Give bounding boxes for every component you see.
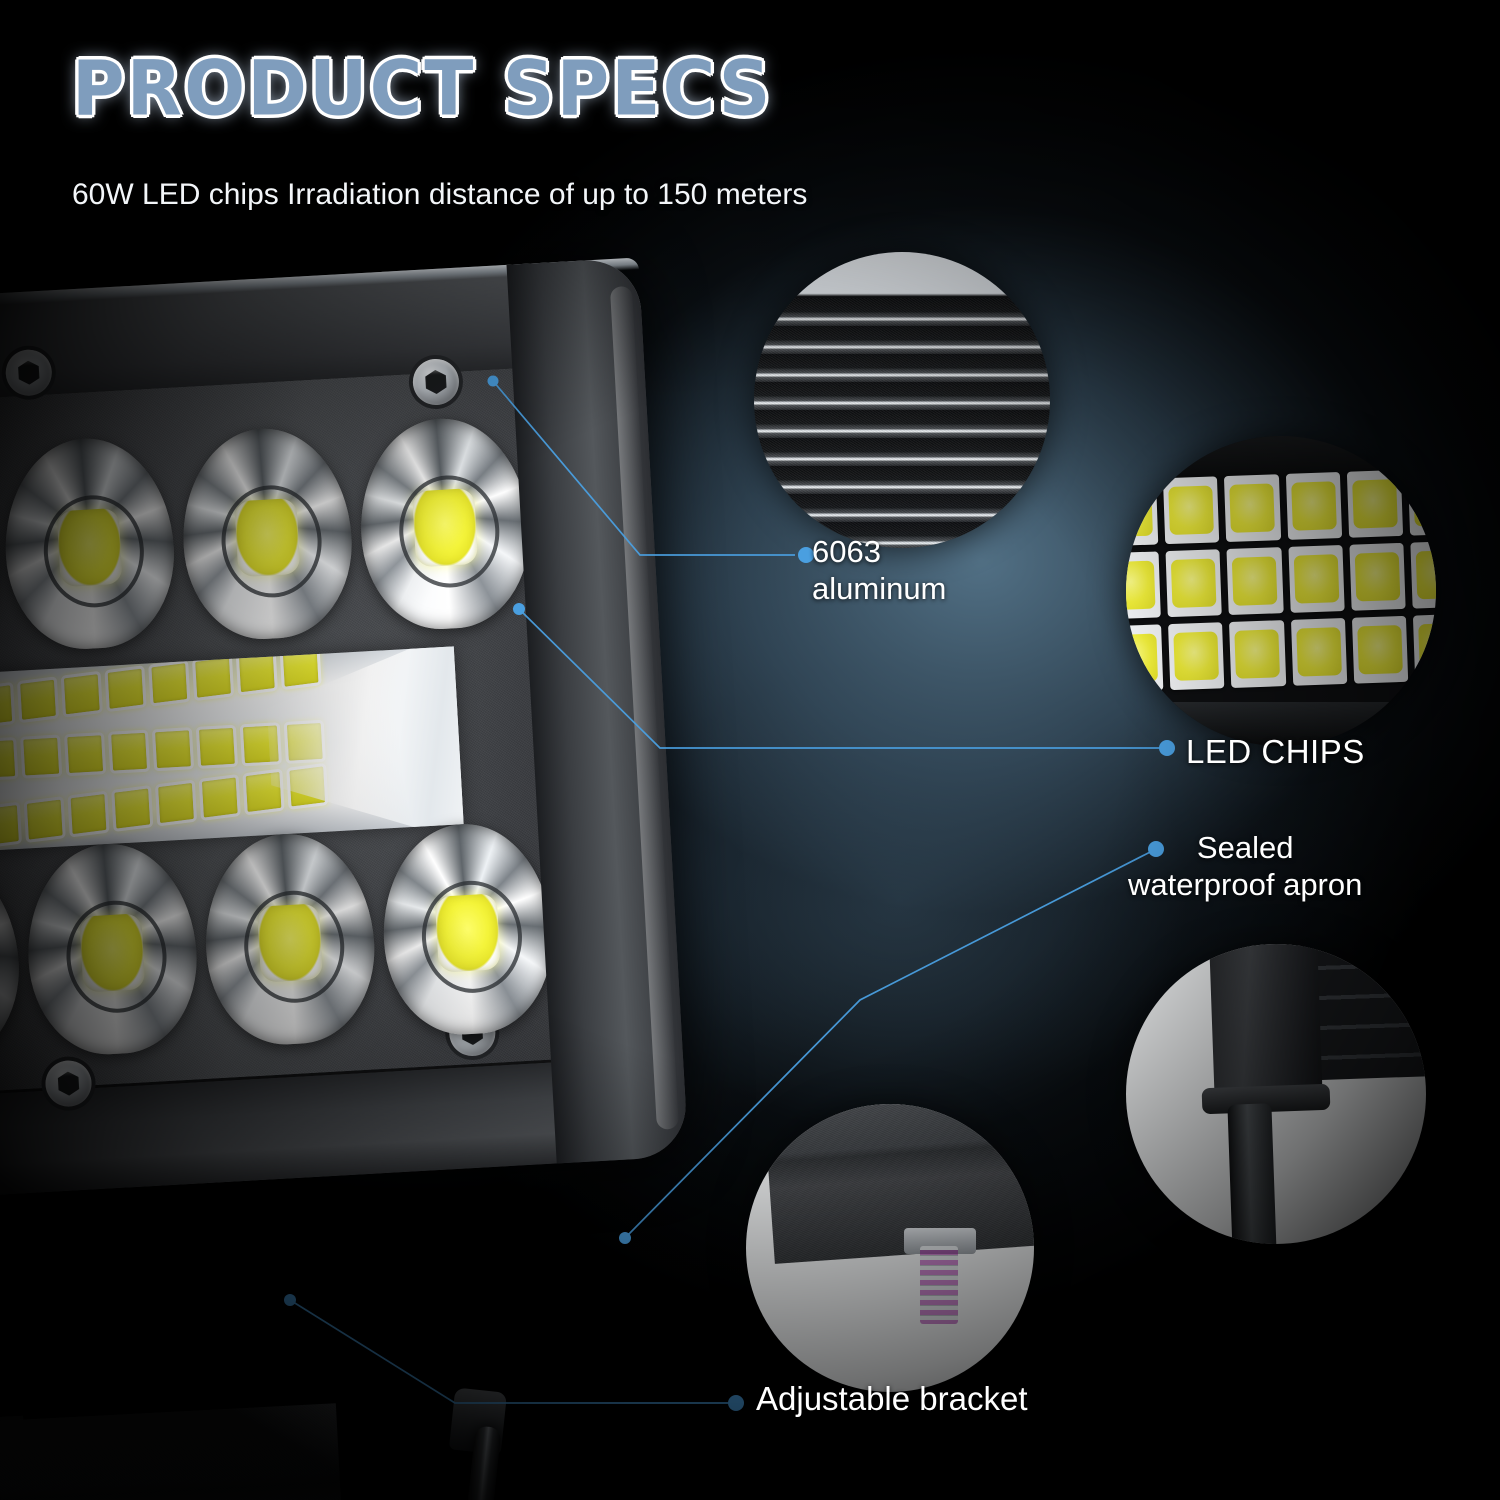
callout-label-waterproof-apron: Sealed waterproof apron: [1128, 830, 1363, 902]
callout-label-led-chips: LED CHIPS: [1186, 733, 1365, 770]
page-title: PRODUCT SPECS: [72, 46, 773, 134]
header-block: PRODUCT SPECS 60W LED chips Irradiation …: [72, 46, 1012, 214]
callout-label-aluminum: 6063 aluminum: [812, 534, 947, 606]
page-subtitle: 60W LED chips Irradiation distance of up…: [72, 178, 808, 211]
callout-label-adjustable-bracket: Adjustable bracket: [756, 1380, 1028, 1417]
